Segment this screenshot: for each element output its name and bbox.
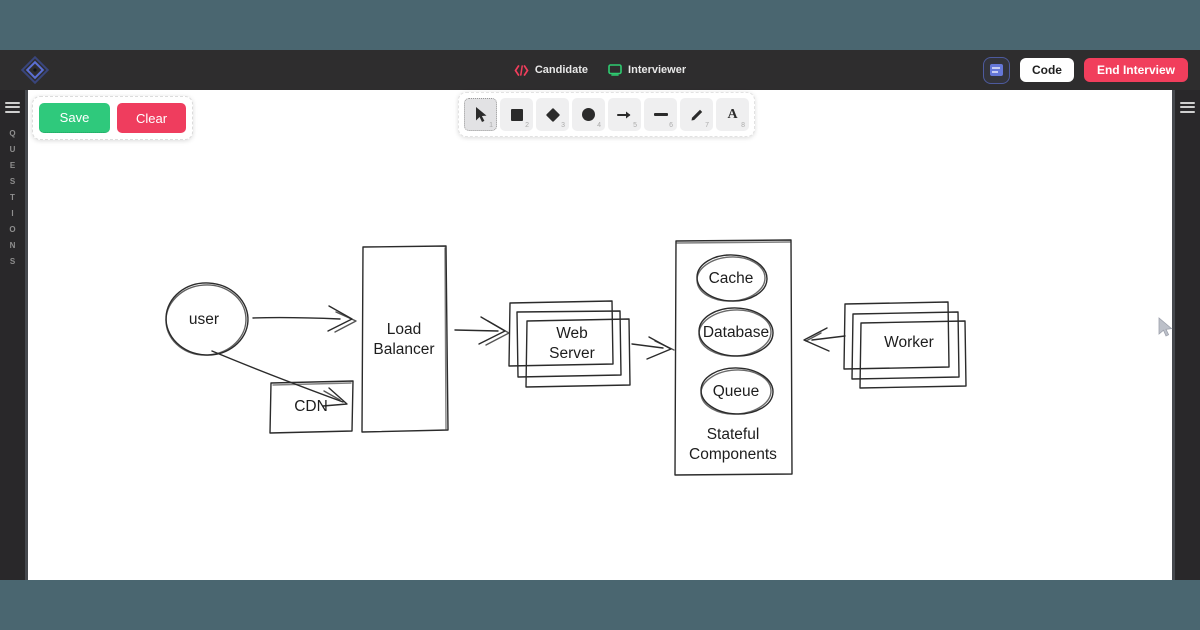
rectangle-icon: [510, 108, 523, 121]
app-window: Candidate Interviewer Code End Interview: [0, 50, 1200, 580]
tool-text[interactable]: A 8: [716, 98, 749, 131]
tool-selection[interactable]: 1: [464, 98, 497, 131]
right-menu-button[interactable]: [1180, 99, 1195, 115]
code-icon: [514, 64, 529, 76]
tab-candidate-label: Candidate: [534, 64, 589, 76]
save-button[interactable]: Save: [39, 103, 110, 133]
cache-label[interactable]: Cache: [708, 270, 754, 288]
tool-shortcut: 6: [669, 122, 673, 129]
right-sidebar: [1172, 90, 1200, 580]
text-icon: A: [727, 106, 738, 122]
header-actions: Code End Interview: [982, 50, 1188, 90]
end-interview-button[interactable]: End Interview: [1083, 58, 1188, 82]
questions-menu-button[interactable]: [5, 99, 20, 115]
tool-diamond[interactable]: 3: [536, 98, 569, 131]
tool-shortcut: 4: [597, 122, 601, 129]
tool-line[interactable]: 6: [644, 98, 677, 131]
monitor-icon: [608, 64, 622, 76]
cursor-icon: [476, 107, 487, 122]
line-icon: [653, 113, 668, 116]
diamond-icon: [545, 107, 560, 122]
arrow-icon: [616, 111, 630, 118]
tool-arrow[interactable]: 5: [608, 98, 641, 131]
tool-shortcut: 1: [489, 122, 493, 129]
tab-interviewer[interactable]: Interviewer: [608, 64, 686, 76]
queue-label[interactable]: Queue: [712, 383, 760, 401]
pencil-icon: [691, 109, 702, 120]
header-tabs: Candidate Interviewer: [0, 50, 1200, 90]
tab-candidate[interactable]: Candidate: [514, 64, 588, 76]
web-server-label[interactable]: Web Server: [549, 325, 595, 362]
stateful-components-label[interactable]: Stateful Components: [689, 426, 777, 463]
tool-shortcut: 7: [705, 122, 709, 129]
tool-shortcut: 3: [561, 122, 565, 129]
questions-sidebar-label: QUESTIONS: [8, 129, 17, 273]
tool-draw[interactable]: 7: [680, 98, 713, 131]
clear-button[interactable]: Clear: [117, 103, 186, 133]
code-button[interactable]: Code: [1019, 58, 1074, 82]
actions-card: Save Clear: [32, 96, 193, 140]
mouse-pointer-icon: [1158, 317, 1173, 337]
circle-icon: [582, 108, 595, 121]
load-balancer-label[interactable]: Load Balancer: [373, 321, 435, 358]
tool-ellipse[interactable]: 4: [572, 98, 605, 131]
cdn-label[interactable]: CDN: [294, 398, 328, 416]
app-logo-icon: [20, 55, 50, 85]
user-label[interactable]: user: [188, 311, 220, 329]
tab-interviewer-label: Interviewer: [628, 64, 687, 76]
worker-label[interactable]: Worker: [884, 334, 934, 352]
tool-shortcut: 2: [525, 122, 529, 129]
tool-rectangle[interactable]: 2: [500, 98, 533, 131]
tool-shortcut: 8: [741, 122, 745, 129]
app-header: Candidate Interviewer Code End Interview: [0, 50, 1200, 90]
questions-sidebar: QUESTIONS: [0, 90, 28, 580]
tool-shortcut: 5: [633, 122, 637, 129]
database-label[interactable]: Database: [702, 324, 770, 342]
notes-button[interactable]: [982, 56, 1010, 84]
note-icon: [989, 64, 1003, 76]
drawing-toolbar: 1 2 3 4: [458, 92, 755, 137]
